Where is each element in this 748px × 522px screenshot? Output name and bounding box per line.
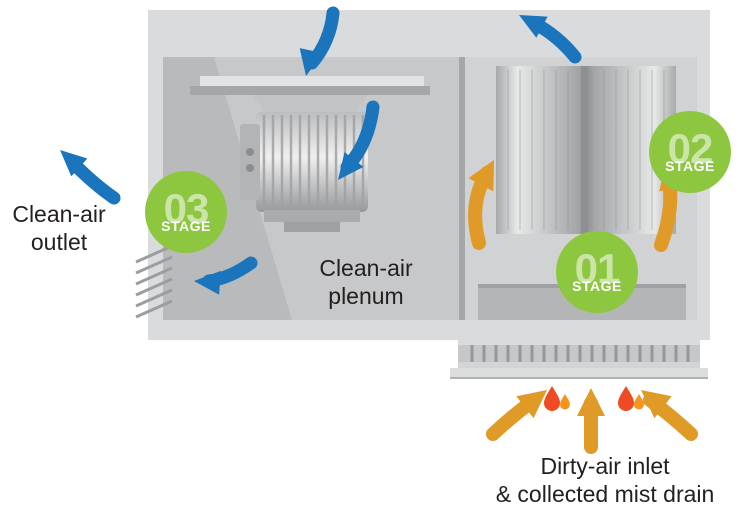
stage-1-badge: 01 STAGE <box>556 231 638 313</box>
stage-1-label: STAGE <box>572 277 622 294</box>
stage-3-badge: 03 STAGE <box>145 171 227 253</box>
stage-3-label: STAGE <box>161 217 211 234</box>
stage-2-label: STAGE <box>665 157 715 174</box>
dirty-air-inlet-label: Dirty-air inlet & collected mist drain <box>495 453 715 508</box>
clean-airflow-arrowheads <box>60 15 548 295</box>
mist-droplet-icon <box>618 386 644 411</box>
clean-air-plenum-label: Clean-air plenum <box>319 255 413 310</box>
clean-air-arrow-outlet-icon <box>66 156 121 205</box>
clean-air-outlet-label: Clean-air outlet <box>12 201 106 256</box>
stage-1-number: 01 <box>574 245 621 293</box>
stage-3-number: 03 <box>163 185 210 233</box>
stage-2-badge: 02 STAGE <box>649 111 731 193</box>
outlet-louver-vent <box>135 244 173 319</box>
inlet-drain-pan <box>450 340 708 379</box>
stage-2-number: 02 <box>667 125 714 173</box>
fan-motor-assembly <box>190 76 430 232</box>
mist-droplet-icon <box>544 386 570 411</box>
